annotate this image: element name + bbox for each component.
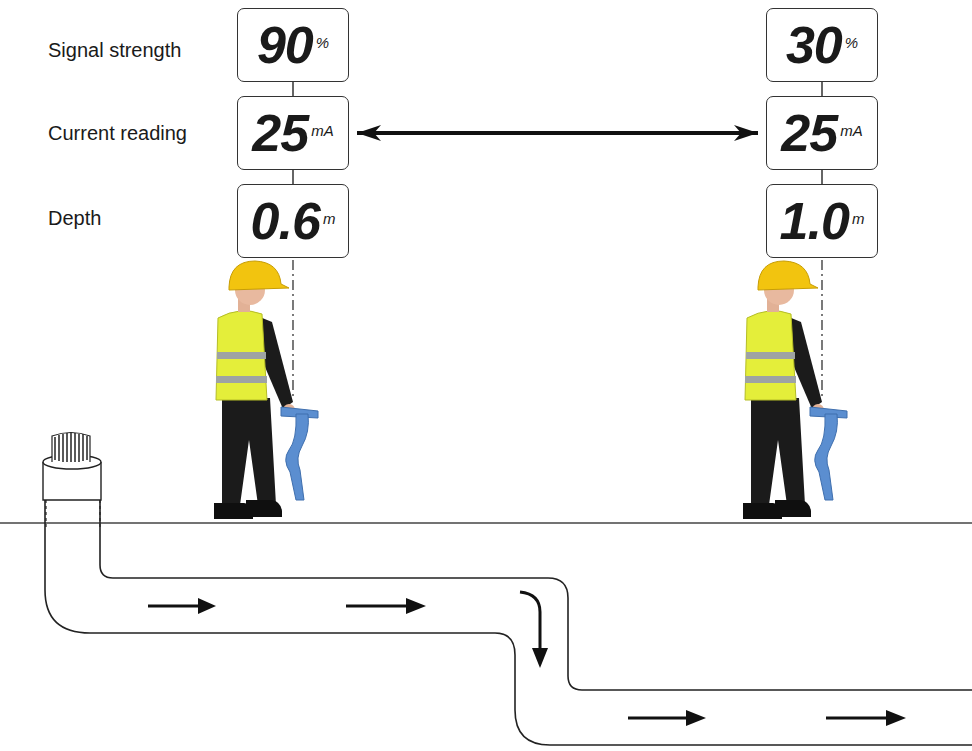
row-label: Signal strength [48, 38, 181, 62]
display-value: 90 [257, 19, 313, 71]
cable-end [43, 433, 101, 531]
connector-line [821, 170, 823, 184]
display-unit: mA [311, 122, 334, 139]
display-value: 0.6 [251, 195, 320, 247]
display-unit: % [845, 34, 858, 51]
cable-outline [100, 500, 972, 690]
display-readout: 0.6m [251, 195, 336, 247]
display-readout: 25mA [252, 107, 333, 159]
row-label: Depth [48, 206, 101, 230]
display-value: 25 [781, 107, 837, 159]
display-readout: 1.0m [780, 195, 865, 247]
display-unit: m [852, 210, 865, 227]
display-box: 25mA [237, 96, 349, 170]
display-box: 1.0m [766, 184, 878, 258]
cable-outline [45, 500, 972, 745]
display-unit: m [323, 210, 336, 227]
display-box: 25mA [766, 96, 878, 170]
connector-line [821, 82, 823, 96]
display-readout: 90% [257, 19, 329, 71]
display-box: 0.6m [237, 184, 349, 258]
display-value: 25 [252, 107, 308, 159]
surveyor-figure [743, 261, 847, 519]
display-box: 90% [237, 8, 349, 82]
display-value: 30 [786, 19, 842, 71]
display-unit: mA [840, 122, 863, 139]
surveyor-figure [214, 261, 318, 519]
connector-line [292, 82, 294, 96]
ground-line [0, 522, 972, 524]
display-readout: 25mA [781, 107, 862, 159]
leader-line [292, 260, 293, 396]
leader-line [821, 260, 822, 396]
connector-line [292, 170, 294, 184]
flow-arrow [148, 592, 906, 726]
comparison-arrow [357, 131, 758, 135]
display-unit: % [316, 34, 329, 51]
display-readout: 30% [786, 19, 858, 71]
display-box: 30% [766, 8, 878, 82]
row-label: Current reading [48, 121, 187, 145]
display-value: 1.0 [780, 195, 849, 247]
